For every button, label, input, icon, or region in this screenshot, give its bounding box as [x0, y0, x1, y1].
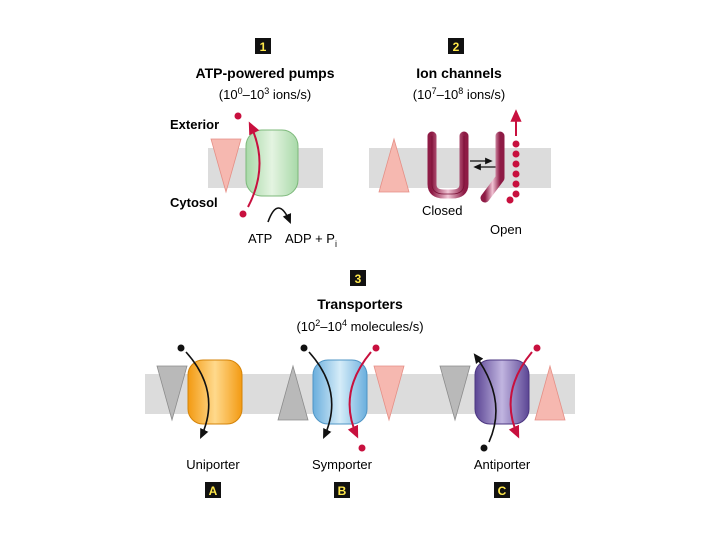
atp-label: ATP — [248, 231, 272, 246]
panel-1-rate: (100–103 ions/s) — [219, 86, 311, 102]
uniporter-protein — [188, 360, 242, 424]
symporter-solute — [301, 345, 308, 352]
exterior-label: Exterior — [170, 117, 219, 132]
open-label: Open — [490, 222, 522, 237]
adp-label: ADP + Pi — [285, 231, 337, 249]
badge-c-letter: C — [498, 484, 507, 498]
badge-b-letter: B — [338, 484, 347, 498]
atp-pump-protein — [246, 130, 298, 196]
panel-ion-channels: 2 Ion channels (107–108 ions/s) Closed O… — [369, 38, 551, 237]
atp-hydrolysis-arrow — [268, 208, 290, 222]
badge-a-letter: A — [209, 484, 218, 498]
antiporter-solute — [481, 445, 488, 452]
panel-transporters: 3 Transporters (102–104 molecules/s) Uni… — [145, 270, 575, 498]
panel-3-title: Transporters — [317, 296, 403, 312]
symporter-ion — [373, 345, 380, 352]
panel-1-title: ATP-powered pumps — [196, 65, 335, 81]
panel-3-number: 3 — [355, 272, 362, 286]
uniporter-solute — [178, 345, 185, 352]
panel-3-rate: (102–104 molecules/s) — [296, 318, 423, 334]
panel-2-rate: (107–108 ions/s) — [413, 86, 505, 102]
panel-2-title: Ion channels — [416, 65, 502, 81]
panel-1-number: 1 — [260, 40, 267, 54]
symporter-ion-inside — [359, 445, 366, 452]
panel-2-number: 2 — [453, 40, 460, 54]
ion-exterior — [235, 113, 242, 120]
antiporter-ion — [534, 345, 541, 352]
uniporter-label: Uniporter — [186, 457, 240, 472]
closed-label: Closed — [422, 203, 462, 218]
ion-cytosol — [240, 211, 247, 218]
panel-atp-pumps: 1 ATP-powered pumps (100–103 ions/s) Ext… — [170, 38, 337, 249]
symporter-label: Symporter — [312, 457, 373, 472]
cytosol-label: Cytosol — [170, 195, 218, 210]
antiporter-label: Antiporter — [474, 457, 531, 472]
